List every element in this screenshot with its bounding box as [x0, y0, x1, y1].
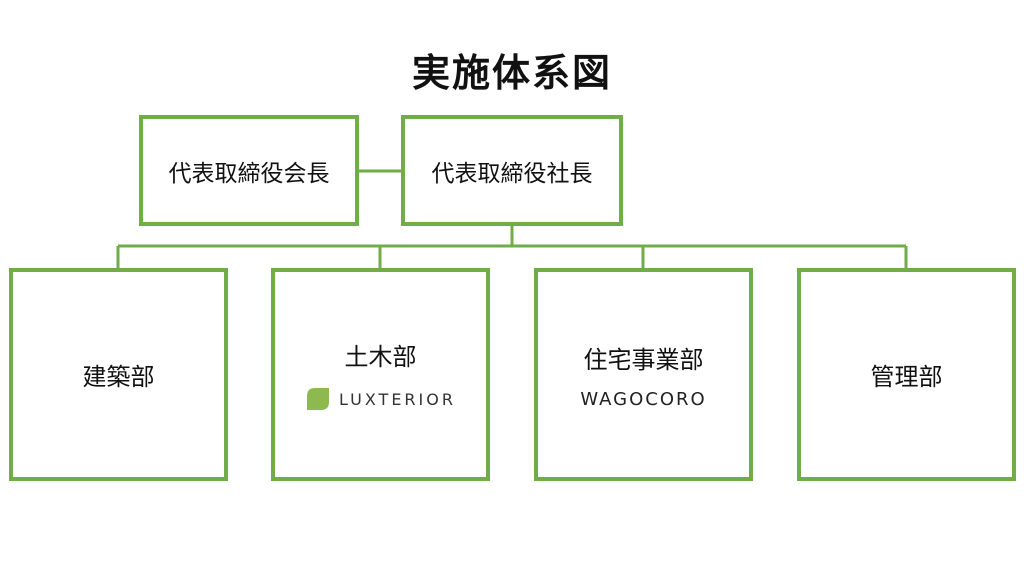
dept-label: 管理部: [870, 363, 943, 391]
dept-box-architecture: 建築部: [9, 268, 228, 481]
dept-box-housing: 住宅事業部 WAGOCORO: [534, 268, 753, 481]
luxterior-text: LUXTERIOR: [339, 389, 456, 409]
dept-label: 建築部: [82, 363, 155, 391]
page-title: 実施体系図: [411, 51, 612, 95]
president-box: 代表取締役社長: [401, 115, 623, 226]
chairman-label: 代表取締役会長: [168, 160, 330, 187]
dept-box-civil: 土木部 LUXTERIOR: [271, 268, 490, 481]
dept-label: 住宅事業部: [583, 345, 704, 374]
wagocoro-logo: WAGOCORO: [580, 389, 706, 410]
luxterior-logo: LUXTERIOR: [305, 386, 456, 412]
leaf-icon: [307, 388, 330, 410]
chairman-box: 代表取締役会長: [139, 115, 359, 226]
dept-label: 土木部: [344, 343, 417, 371]
wagocoro-text: WAGOCORO: [580, 388, 707, 410]
president-label: 代表取締役社長: [431, 160, 593, 187]
dept-box-management: 管理部: [797, 268, 1016, 481]
